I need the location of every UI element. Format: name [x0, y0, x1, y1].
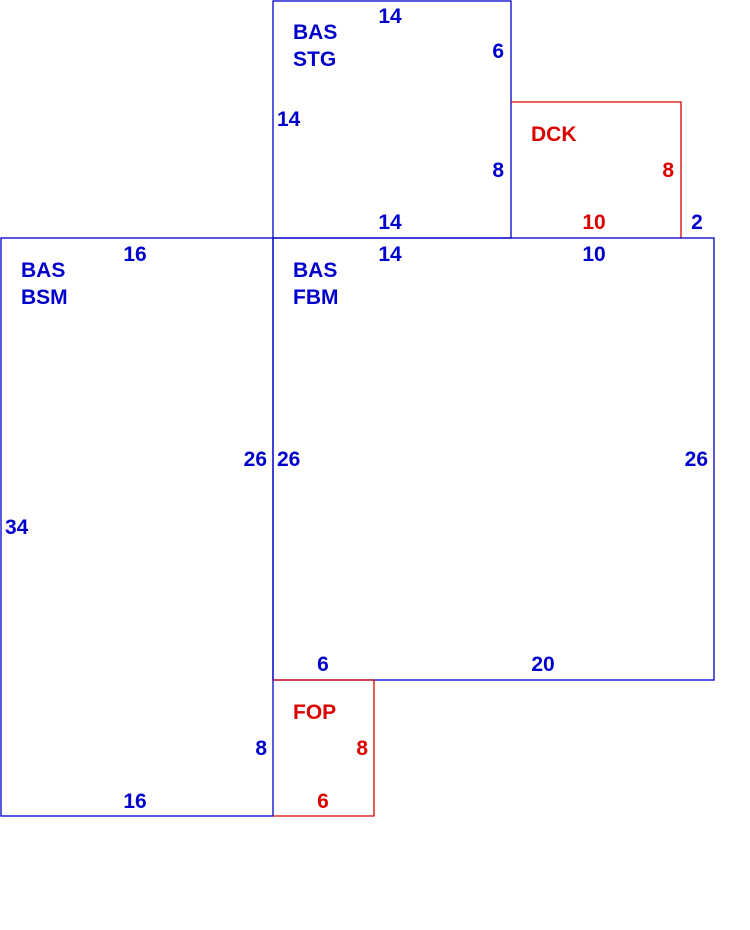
storage-left-dimension: 14: [277, 108, 301, 131]
finished-basement-bottom-left-dimension: 6: [317, 653, 329, 676]
porch-bottom-dimension: 6: [317, 790, 329, 813]
porch-outline: [273, 679, 375, 817]
storage-bottom-dimension: 14: [378, 211, 402, 234]
finished-basement-left-dimension: 26: [277, 448, 300, 471]
finished-basement-right-dimension: 26: [685, 448, 708, 471]
storage-name-label: STG: [293, 48, 336, 71]
storage-lower-right-dimension: 8: [492, 159, 504, 182]
storage-code-label: BAS: [293, 21, 337, 44]
deck-bottom-dimension: 10: [582, 211, 605, 234]
basement-code-label: BAS: [21, 259, 65, 282]
finished-basement-top-right-dimension: 10: [582, 243, 605, 266]
basement-name-label: BSM: [21, 286, 68, 309]
finished-basement-outline: [272, 237, 715, 681]
finished-basement-bottom-right-dimension: 20: [531, 653, 554, 676]
finished-basement-code-label: BAS: [293, 259, 337, 282]
storage-top-dimension: 14: [378, 5, 402, 28]
basement-bottom-dimension: 16: [123, 790, 146, 813]
deck-code-label: DCK: [531, 123, 577, 146]
deck-outline: [511, 101, 682, 238]
basement-top-dimension: 16: [123, 243, 146, 266]
finished-basement-name-label: FBM: [293, 286, 339, 309]
deck-right-dimension: 8: [662, 159, 674, 182]
basement-inner-right-dimension: 26: [244, 448, 267, 471]
basement-lower-right-dimension: 8: [255, 737, 267, 760]
porch-code-label: FOP: [293, 701, 336, 724]
porch-right-dimension: 8: [356, 737, 368, 760]
storage-upper-right-dimension: 6: [492, 40, 504, 63]
basement-left-dimension: 34: [5, 516, 29, 539]
finished-basement-step-dimension: 2: [691, 211, 703, 234]
basement-outline: [0, 237, 274, 817]
finished-basement-top-left-dimension: 14: [378, 243, 402, 266]
